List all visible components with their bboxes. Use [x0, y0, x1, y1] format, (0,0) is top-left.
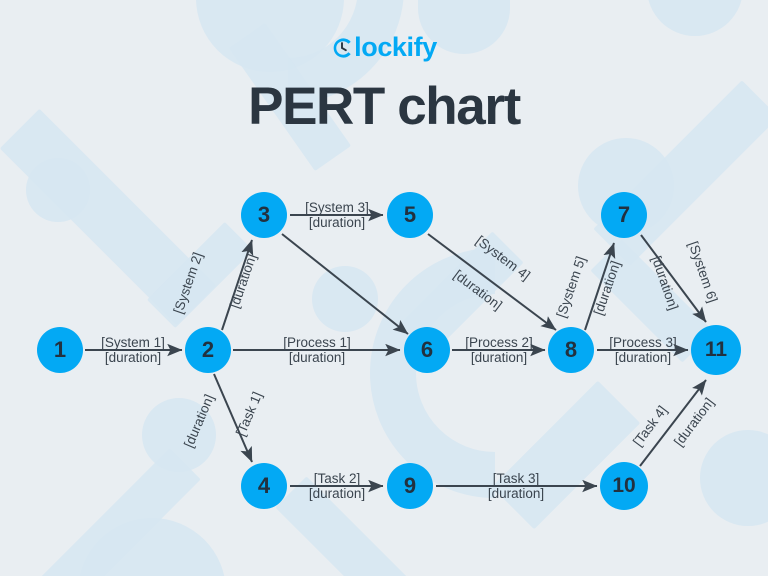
edge-label-6-8: [Process 2] [duration]	[465, 335, 533, 365]
edge-task-label: [System 3]	[305, 200, 369, 215]
edge-3-6	[281, 233, 409, 335]
edge-label-9-10: [Task 3] [duration]	[488, 471, 544, 501]
node-label: 11	[704, 338, 728, 361]
edge-duration-label: [duration]	[308, 215, 366, 230]
edge-duration-label: [duration]	[470, 350, 528, 365]
clockify-logo-text: lockify	[354, 32, 437, 62]
edge-duration-label: [duration]	[614, 350, 672, 365]
edge-label-2-6: [Process 1] [duration]	[283, 335, 351, 365]
node-9[interactable]: 9	[387, 463, 433, 509]
edge-task-label: [Task 2]	[313, 471, 361, 486]
node-8[interactable]: 8	[548, 327, 594, 373]
node-label: 4	[257, 473, 271, 498]
node-2[interactable]: 2	[185, 327, 231, 373]
edge-duration-label: [duration]	[288, 350, 346, 365]
edge-label-4-9: [Task 2] [duration]	[309, 471, 365, 501]
edge-duration-label: [duration]	[487, 486, 545, 501]
node-1[interactable]: 1	[37, 327, 83, 373]
node-label: 9	[403, 473, 417, 498]
edge-label-3-5: [System 3] [duration]	[305, 200, 369, 230]
edge-duration-label: [duration]	[308, 486, 366, 501]
clockify-c-clock-icon	[331, 37, 353, 59]
node-4[interactable]: 4	[241, 463, 287, 509]
node-label: 5	[403, 202, 417, 227]
node-label: 10	[612, 474, 636, 497]
edge-label-1-2: [System 1] [duration]	[101, 335, 165, 365]
node-10[interactable]: 10	[600, 462, 648, 510]
edge-10-11	[639, 379, 707, 467]
edge-2-4	[213, 373, 253, 463]
edge-task-label: [Process 2]	[465, 335, 533, 350]
edge-task-label: [Process 3]	[609, 335, 677, 350]
edge-duration-label: [duration]	[104, 350, 162, 365]
clockify-logo: lockify	[331, 34, 437, 61]
node-11[interactable]: 11	[691, 325, 741, 375]
edge-label-8-11: [Process 3] [duration]	[609, 335, 677, 365]
page-title: PERT chart	[248, 76, 521, 136]
node-5[interactable]: 5	[387, 192, 433, 238]
node-label: 2	[201, 337, 215, 362]
header: lockify PERT chart	[0, 0, 768, 137]
edge-task-label: [System 1]	[101, 335, 165, 350]
node-7[interactable]: 7	[601, 192, 647, 238]
node-label: 8	[564, 337, 578, 362]
node-label: 7	[617, 202, 631, 227]
node-label: 1	[53, 337, 67, 362]
node-6[interactable]: 6	[404, 327, 450, 373]
edge-task-label: [Task 3]	[492, 471, 540, 486]
node-label: 3	[257, 202, 271, 227]
node-label: 6	[420, 337, 434, 362]
node-3[interactable]: 3	[241, 192, 287, 238]
edge-task-label: [Process 1]	[283, 335, 351, 350]
